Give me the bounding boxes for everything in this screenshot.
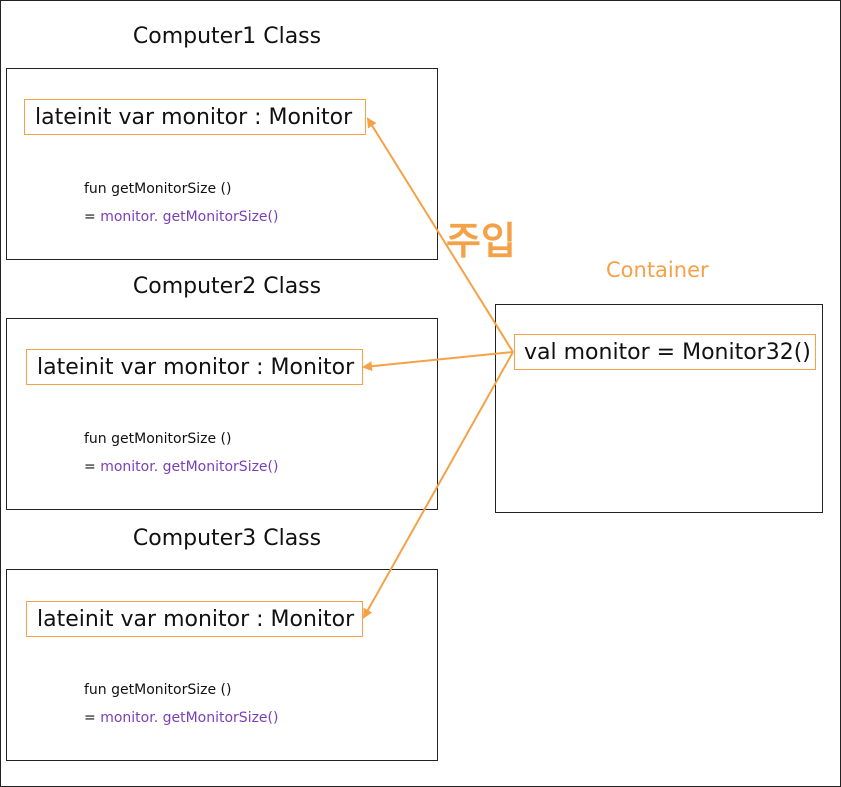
injection-label: 주입 xyxy=(446,219,516,263)
computer1-class-title: Computer1 Class xyxy=(132,24,322,49)
computer2-class-box: lateinit var monitor : Monitor fun getMo… xyxy=(6,318,438,510)
computer1-dot: . xyxy=(153,209,163,225)
computer2-method-call: getMonitorSize() xyxy=(162,459,279,475)
computer2-monitor-ref: monitor xyxy=(100,459,154,475)
computer3-monitor-ref: monitor xyxy=(100,710,154,726)
computer3-equals: = xyxy=(84,710,101,726)
computer1-class-box: lateinit var monitor : Monitor fun getMo… xyxy=(6,68,438,260)
computer1-fun-signature: fun getMonitorSize () xyxy=(84,181,232,197)
computer1-method-call: getMonitorSize() xyxy=(162,209,279,225)
computer2-monitor-declaration: lateinit var monitor : Monitor xyxy=(26,349,363,385)
computer3-class-box: lateinit var monitor : Monitor fun getMo… xyxy=(6,569,438,761)
computer2-fun-body: = monitor. getMonitorSize() xyxy=(84,459,278,475)
computer2-dot: . xyxy=(153,459,163,475)
container-title: Container xyxy=(606,258,709,282)
computer3-monitor-declaration: lateinit var monitor : Monitor xyxy=(26,601,363,637)
computer1-monitor-declaration: lateinit var monitor : Monitor xyxy=(24,99,366,135)
computer3-fun-body: = monitor. getMonitorSize() xyxy=(84,710,278,726)
computer2-fun-signature: fun getMonitorSize () xyxy=(84,431,232,447)
computer3-fun-signature: fun getMonitorSize () xyxy=(84,682,232,698)
computer3-dot: . xyxy=(153,710,163,726)
computer3-method-call: getMonitorSize() xyxy=(162,710,279,726)
computer2-equals: = xyxy=(84,459,101,475)
container-box: val monitor = Monitor32() xyxy=(495,304,823,513)
computer3-class-title: Computer3 Class xyxy=(132,526,322,551)
computer2-class-title: Computer2 Class xyxy=(132,274,322,299)
container-monitor-declaration: val monitor = Monitor32() xyxy=(514,334,816,370)
computer1-fun-body: = monitor. getMonitorSize() xyxy=(84,209,278,225)
computer1-equals: = xyxy=(84,209,101,225)
computer1-monitor-ref: monitor xyxy=(100,209,154,225)
